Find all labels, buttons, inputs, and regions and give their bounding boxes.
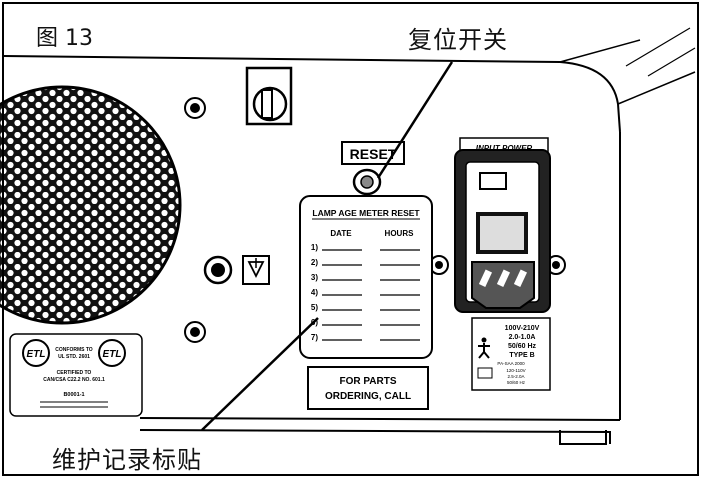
reset-switch: RESET <box>341 141 405 196</box>
cert-code: B0001-1 <box>63 392 84 398</box>
meter-row-number: 2) <box>311 258 318 267</box>
slotted-knob <box>245 66 293 126</box>
cert-line-4: CAN/CSA C22.2 NO. 601.1 <box>43 377 105 383</box>
rating-3: 50/60 Hz <box>508 343 537 350</box>
cert-line-2: UL STD. 2601 <box>58 354 90 360</box>
reset-leader-line <box>376 61 454 179</box>
device-bottom-edge <box>139 417 621 444</box>
rating-small-2: 120-110V <box>506 368 525 373</box>
parts-line-2: ORDERING, CALL <box>325 391 411 402</box>
cert-line-3: CERTIFIED TO <box>57 370 92 376</box>
maintenance-label-callout: 维护记录标贴 <box>52 446 202 474</box>
rating-small-3: 2.5-2.0A <box>507 374 524 379</box>
figure-number: 图 13 <box>36 26 93 51</box>
reset-switch-callout: 复位开关 <box>408 26 508 54</box>
rating-2: 2.0-1.0A <box>509 334 536 341</box>
svg-text:ETL: ETL <box>27 349 46 360</box>
col-date: DATE <box>330 229 352 238</box>
reset-label: RESET <box>350 146 397 162</box>
power-inlet-module: INPUT POWER <box>454 137 551 313</box>
screw-top-left <box>184 97 206 119</box>
power-rating-label: 100V-210V 2.0-1.0A 50/60 Hz TYPE B PA-SA… <box>471 317 551 391</box>
certification-label: ETL ETL CONFORMS TO UL STD. 2601 CERTIFI… <box>9 333 143 417</box>
meter-row-number: 5) <box>311 303 318 312</box>
figure-frame <box>2 2 699 476</box>
col-hours: HOURS <box>385 229 415 238</box>
etl-logo-right: ETL <box>98 339 126 367</box>
type-b-person-icon <box>478 337 490 359</box>
svg-text:ETL: ETL <box>103 349 122 360</box>
meter-row-number: 4) <box>311 288 318 297</box>
meter-row-number: 1) <box>311 243 318 252</box>
rating-1: 100V-210V <box>505 325 540 332</box>
cert-line-1: CONFORMS TO <box>55 347 93 353</box>
lamp-age-meter-label: LAMP AGE METER RESET DATE HOURS 1) 2) 3) 4)… <box>299 195 433 359</box>
meter-row-number: 7) <box>311 333 318 342</box>
input-power-label: INPUT POWER <box>476 144 533 153</box>
ground-connector <box>203 255 270 285</box>
device-foot <box>559 430 607 445</box>
rating-4: TYPE B <box>509 352 534 359</box>
rating-small-1: PA-SAA 2000 <box>497 361 525 366</box>
device-top-edge <box>3 55 621 133</box>
device-top-plane <box>559 39 696 105</box>
screw-bottom-left <box>184 321 206 343</box>
fan-grille <box>0 85 182 325</box>
label-leader-line <box>201 317 319 431</box>
device-side-lines <box>625 27 696 77</box>
screw-right-1 <box>429 255 449 275</box>
parts-ordering-label: FOR PARTS ORDERING, CALL <box>307 366 429 410</box>
rating-small-4: 50/60 Hz <box>507 380 526 385</box>
parts-line-1: FOR PARTS <box>339 376 396 387</box>
meter-row-number: 3) <box>311 273 318 282</box>
lamp-meter-title: LAMP AGE METER RESET <box>312 208 420 218</box>
etl-logo-left: ETL <box>22 339 50 367</box>
